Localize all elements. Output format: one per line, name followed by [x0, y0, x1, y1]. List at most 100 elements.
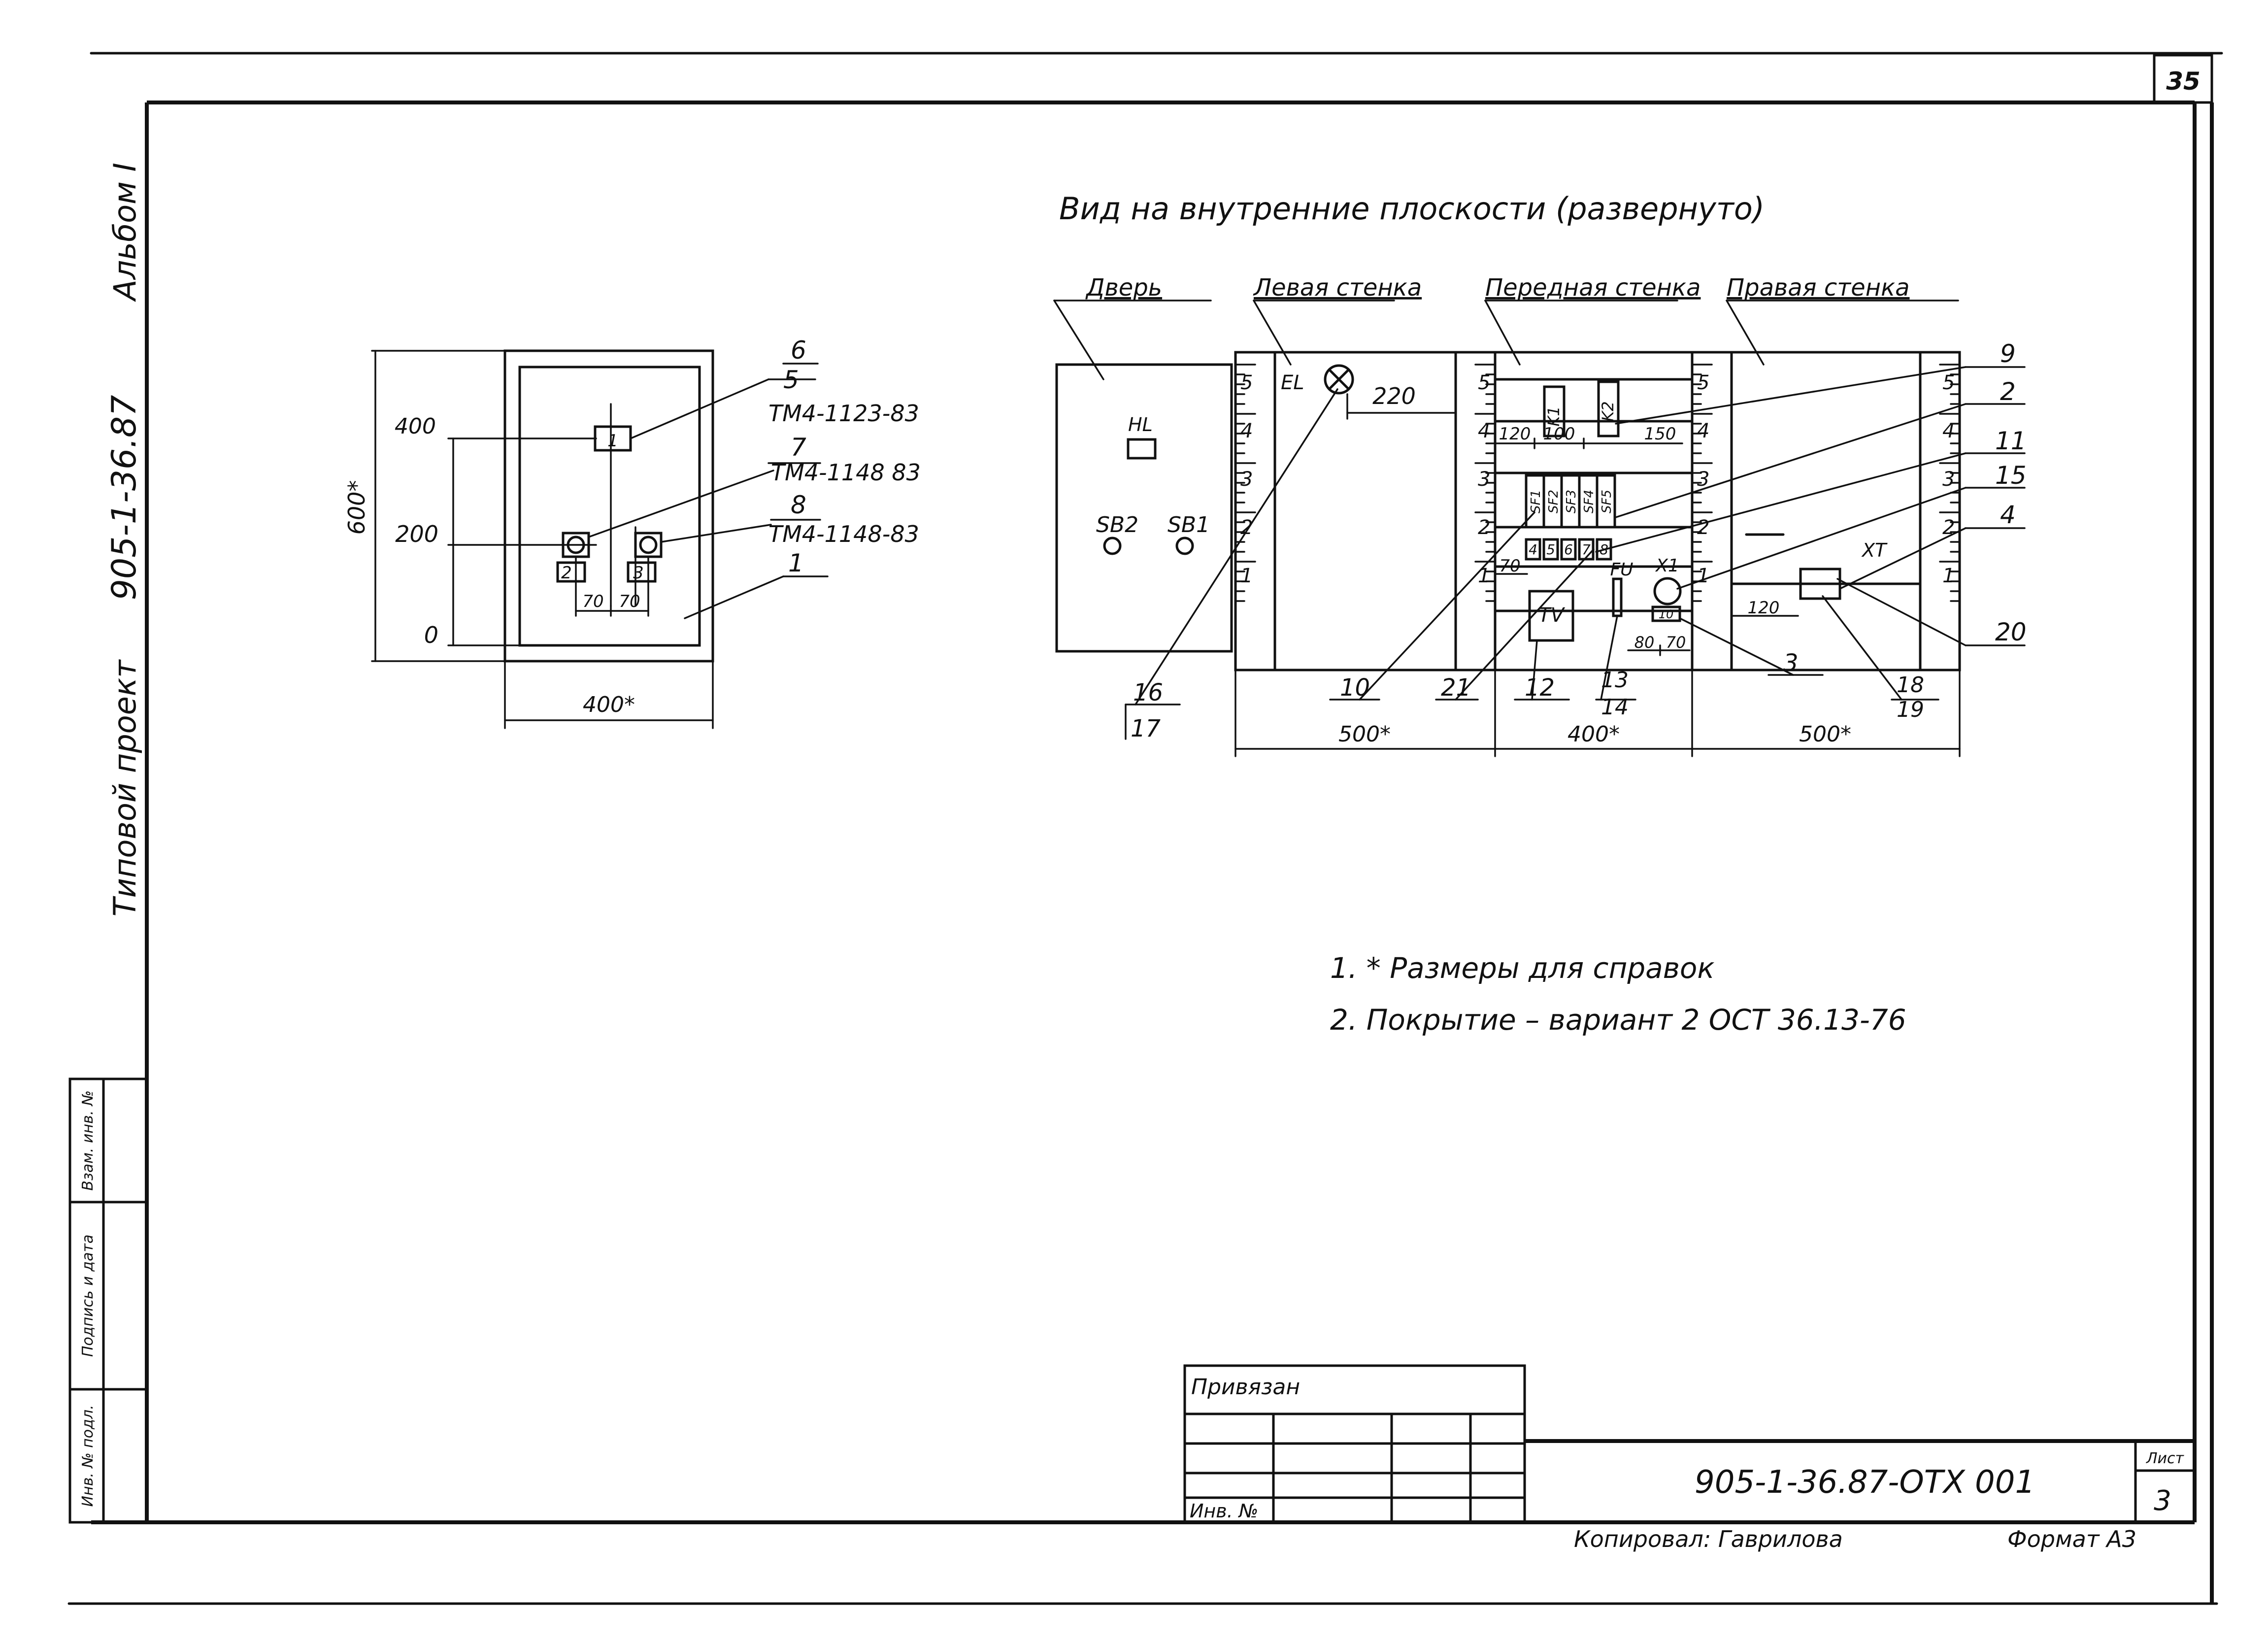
device-fu: FU — [1610, 560, 1633, 580]
callout-12: 12 — [1525, 674, 1555, 702]
bottom-dim-400: 400* — [1568, 722, 1620, 747]
scale-mark: 5 — [1240, 371, 1253, 394]
callout-14: 14 — [1601, 695, 1629, 720]
dim-horizontal-400: 400* — [583, 692, 635, 717]
label-right-wall: Правая стенка — [1727, 274, 1909, 302]
callout-10: 10 — [1340, 674, 1370, 702]
view-heading: Вид на внутренние плоскости (развернуто) — [1059, 191, 1765, 227]
callout-4: 4 — [2000, 501, 2016, 529]
terminal-8: 8 — [1600, 541, 1608, 558]
callout-5: 5 — [783, 366, 799, 394]
tied-label: Привязан — [1191, 1375, 1300, 1400]
scale-mark: 1 — [1697, 565, 1709, 587]
scale-mark: 3 — [1942, 468, 1955, 491]
dim-70b-front: 70 — [1666, 633, 1686, 652]
left-wall-el: EL — [1281, 371, 1304, 394]
callout-1: 1 — [788, 549, 804, 577]
scale-mark: 4 — [1240, 420, 1253, 442]
callout-11: 11 — [1995, 427, 2027, 455]
callout-21: 21 — [1441, 674, 1471, 702]
sheet-label: Лист — [2146, 1450, 2185, 1467]
relay-k1: K1 — [1544, 406, 1563, 426]
stamp-signature-date: Подпись и дата — [79, 1235, 97, 1357]
callout-3: 3 — [1783, 649, 1799, 677]
callout-7: 7 — [791, 433, 806, 462]
bottom-dim-500-right: 500* — [1799, 722, 1851, 747]
terminal-5: 5 — [1546, 541, 1555, 558]
callout-18: 18 — [1897, 672, 1924, 698]
mark-2: 2 — [561, 563, 572, 583]
dim-vertical-600: 600* — [343, 480, 370, 535]
dim-80-front: 80 — [1634, 633, 1655, 652]
right-wall-xt: XT — [1861, 539, 1888, 561]
ref-tm4-1123: ТМ4-1123-83 — [768, 400, 919, 427]
scale-mark: 4 — [1697, 420, 1709, 442]
dim-120-right: 120 — [1748, 598, 1780, 618]
dim-120-front: 120 — [1499, 424, 1531, 444]
scale-mark: 1 — [1478, 565, 1490, 587]
level-200: 200 — [395, 521, 438, 547]
dim-70-front: 70 — [1499, 556, 1520, 576]
scale-mark: 4 — [1942, 420, 1955, 442]
sheet-frame — [67, 52, 2223, 1605]
dim-150-front: 150 — [1644, 424, 1676, 444]
dim-100-front: 100 — [1543, 424, 1575, 444]
socket-mark: 10 — [1659, 607, 1674, 621]
page-number: 35 — [2166, 67, 2201, 96]
stamp-inv-orig: Инв. № подл. — [79, 1405, 97, 1507]
callout-19: 19 — [1897, 697, 1924, 722]
breaker-sf1: SF1 — [1529, 490, 1543, 513]
label-door: Дверь — [1085, 274, 1162, 302]
callout-2: 2 — [2000, 377, 2016, 406]
bottom-dim-500-left: 500* — [1338, 722, 1391, 747]
doc-code: 905-1-36.87-ОТХ 001 — [1695, 1464, 2035, 1501]
scale-mark: 1 — [1240, 565, 1253, 587]
callout-17: 17 — [1131, 715, 1161, 742]
terminal-6: 6 — [1564, 541, 1573, 558]
dim-220: 220 — [1372, 383, 1416, 409]
breaker-sf5: SF5 — [1600, 490, 1614, 513]
inv-label: Инв. № — [1190, 1500, 1258, 1522]
callout-9: 9 — [2000, 339, 2016, 368]
mark-1: 1 — [607, 431, 618, 451]
level-400: 400 — [395, 414, 436, 439]
side-project-code: 905-1-36.87 — [105, 395, 144, 601]
callout-16: 16 — [1133, 679, 1163, 706]
side-album-text: Альбом I — [107, 163, 143, 302]
scale-mark: 2 — [1240, 516, 1253, 539]
scale-mark: 5 — [1697, 371, 1709, 394]
door-sb2: SB2 — [1096, 512, 1138, 537]
door-hl: HL — [1128, 414, 1153, 436]
stamp-replace-inv: Взам. инв. № — [79, 1090, 97, 1191]
scale-mark: 1 — [1942, 565, 1955, 587]
callout-13: 13 — [1601, 668, 1629, 693]
title-block — [1183, 1364, 2196, 1524]
terminal-7: 7 — [1582, 541, 1591, 558]
device-x1: X1 — [1655, 556, 1679, 576]
callout-20: 20 — [1995, 618, 2027, 646]
spacing-70-left: 70 — [582, 592, 603, 611]
copied-by: Копировал: Гаврилова — [1574, 1526, 1843, 1552]
note-1: 1. * Размеры для справок — [1330, 951, 1714, 985]
device-tv: TV — [1538, 604, 1565, 627]
breaker-sf2: SF2 — [1546, 490, 1561, 513]
note-2: 2. Покрытие – вариант 2 ОСТ 36.13-76 — [1330, 1003, 1906, 1037]
side-stamp — [68, 1077, 148, 1524]
callout-15: 15 — [1995, 461, 2027, 490]
breaker-sf3: SF3 — [1564, 490, 1579, 513]
relay-k2: K2 — [1599, 401, 1617, 421]
scale-mark: 5 — [1478, 371, 1490, 394]
label-left-wall: Левая стенка — [1253, 274, 1422, 302]
format-label: Формат А3 — [2007, 1526, 2136, 1552]
breaker-sf4: SF4 — [1582, 490, 1597, 513]
side-type-text: Типовой проект — [107, 659, 143, 917]
scale-mark: 2 — [1697, 516, 1709, 539]
scale-mark: 4 — [1478, 420, 1490, 442]
label-front-wall: Передная стенка — [1485, 274, 1701, 302]
callout-8: 8 — [791, 491, 806, 519]
terminal-4: 4 — [1529, 541, 1537, 558]
scale-mark: 3 — [1478, 468, 1490, 491]
